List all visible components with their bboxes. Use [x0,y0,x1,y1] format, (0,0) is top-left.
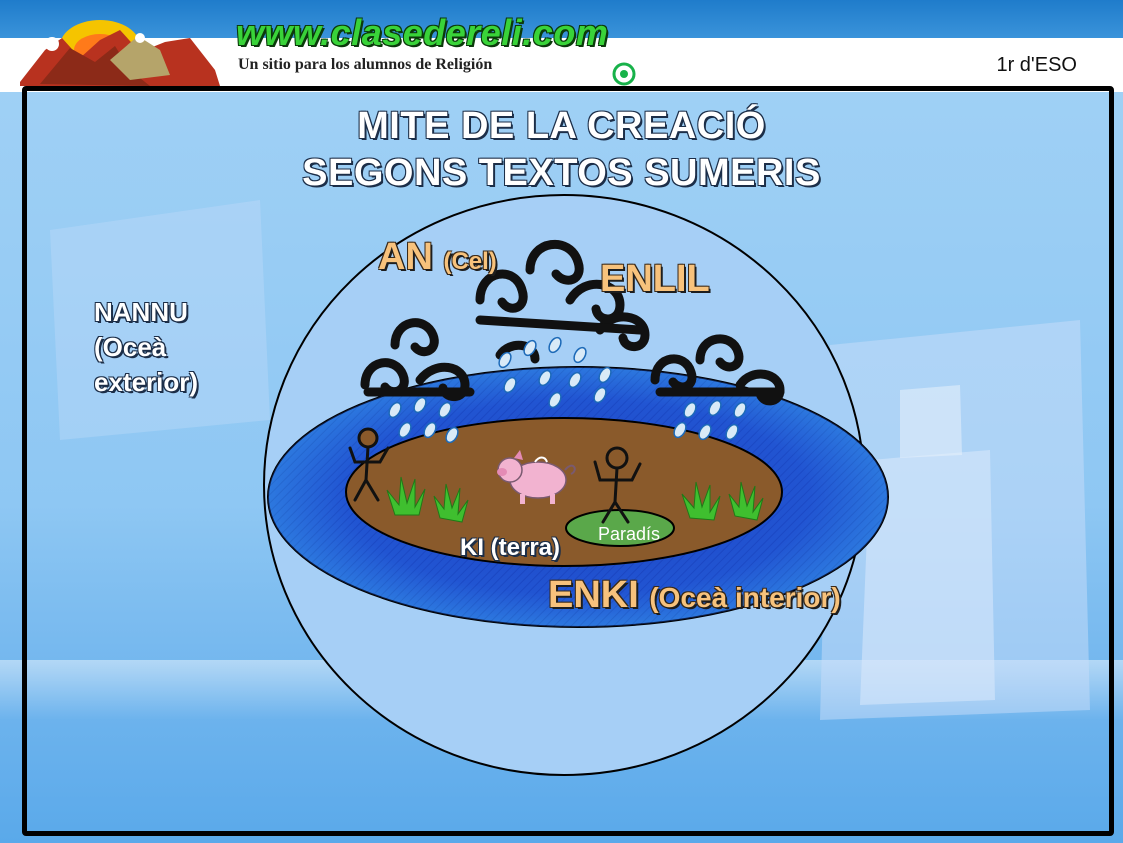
cloud-right [650,334,785,406]
header-top-bar [0,0,1123,38]
label-nannu-line2: (Oceà [94,332,167,362]
label-enki-name: ENKI [548,574,639,616]
label-an-note: (Cel) [443,248,497,275]
slide-title-line1: MITE DE LA CREACIÓ [357,105,766,147]
human-figure-center [593,446,642,524]
site-name[interactable]: www.clasedereli.com [236,12,609,53]
label-an: AN (Cel) [378,236,497,279]
label-enki: ENKI (Oceà interior) [548,574,841,617]
label-paradis: Paradís [598,524,661,544]
human-figure-left [348,427,390,502]
label-enki-note: (Oceà interior) [649,582,841,613]
label-enlil: ENLIL [600,258,710,300]
label-nannu-line3: exterior) [94,367,199,397]
pig-figure [497,450,576,504]
plants [386,476,764,523]
cloud-left [360,318,475,402]
site-tagline: Un sitio para los alumnos de Religión [238,56,493,73]
rain-drops [388,336,747,444]
label-ki: KI (terra) [460,534,561,561]
slide-title-line2: SEGONS TEXTOS SUMERIS [302,152,821,194]
slide-frame [22,86,1114,836]
label-an-name: AN [378,236,433,278]
label-nannu: NANNU (Oceà exterior) [94,295,198,400]
label-nannu-line1: NANNU [94,297,188,327]
course-level: 1r d'ESO [996,54,1077,76]
cloud-center [475,240,650,364]
